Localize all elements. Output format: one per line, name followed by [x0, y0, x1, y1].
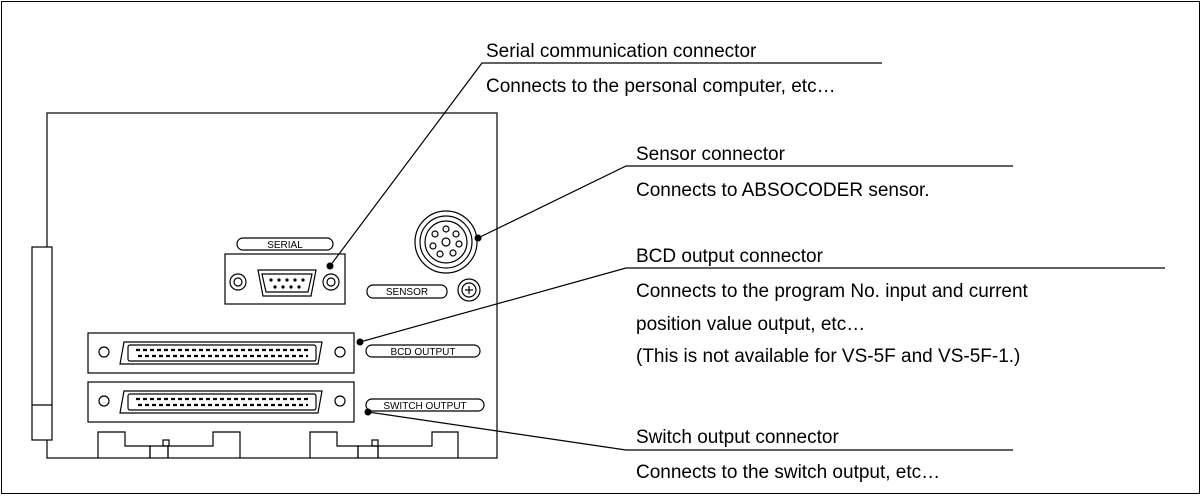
ground-screw	[457, 278, 481, 302]
switch-leader-line	[367, 411, 1013, 451]
sensor-callout-desc: Connects to ABSOCODER sensor.	[636, 180, 930, 201]
switch-panel-label: SWITCH OUTPUT	[383, 401, 466, 412]
leader-lines	[329, 62, 1165, 451]
bcd-callout-note: (This is not available for VS-5F and VS-…	[636, 346, 1020, 367]
side-mounting-bracket	[31, 246, 53, 441]
sensor-callout-title: Sensor connector	[636, 144, 786, 165]
switch-callout-title: Switch output connector	[636, 427, 839, 448]
switch-output-connector	[87, 381, 485, 423]
serial-leader-line	[329, 62, 882, 267]
sensor-panel-label: SENSOR	[386, 287, 428, 298]
serial-callout-title: Serial communication connector	[486, 41, 757, 62]
sensor-leader-line	[477, 165, 1013, 239]
bcd-callout-desc-line1: Connects to the program No. input and cu…	[636, 281, 1029, 302]
bcd-output-connector	[87, 332, 481, 374]
bcd-callout-desc-line2: position value output, etc…	[636, 314, 865, 335]
serial-panel-label: SERIAL	[267, 240, 303, 251]
bottom-feet	[97, 431, 459, 458]
bcd-panel-label: BCD OUTPUT	[391, 347, 456, 358]
serial-connector	[224, 237, 346, 305]
switch-callout-desc: Connects to the switch output, etc…	[636, 462, 940, 483]
serial-callout-desc: Connects to the personal computer, etc…	[486, 76, 836, 97]
bcd-leader-line	[359, 267, 1165, 343]
sensor-connector	[366, 210, 478, 299]
leader-dots	[326, 234, 482, 416]
bcd-callout-title: BCD output connector	[636, 246, 824, 267]
